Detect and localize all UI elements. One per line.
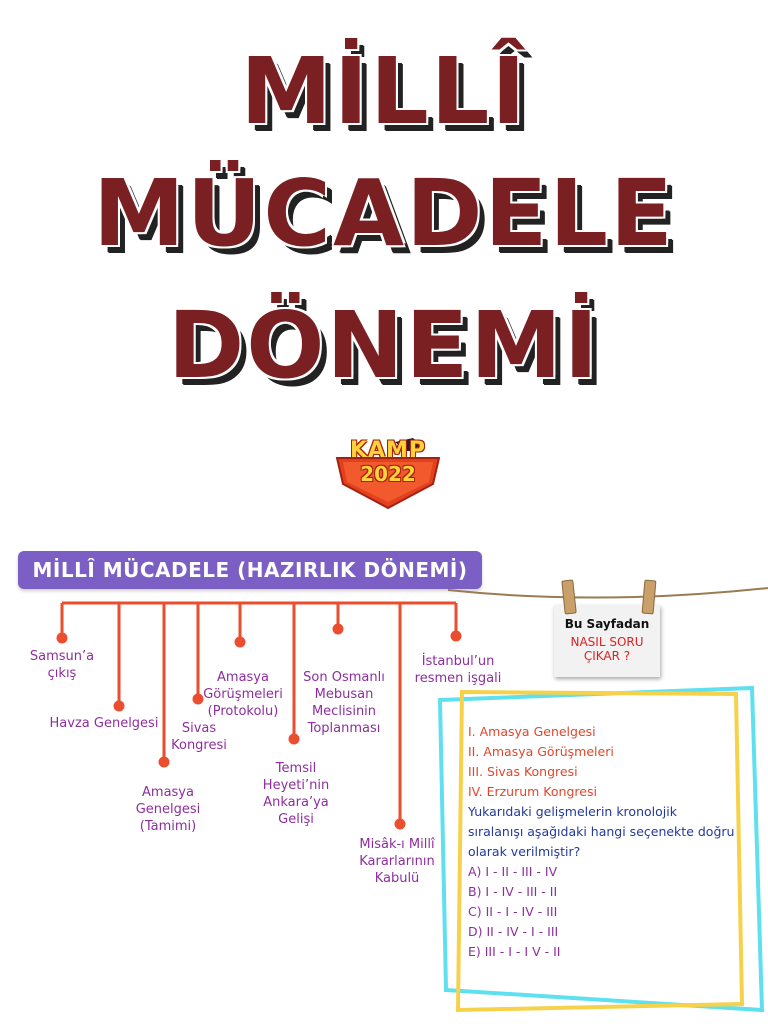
section-banner-label: MİLLÎ MÜCADELE (HAZIRLIK DÖNEMİ) (32, 558, 468, 582)
timeline-connectors (56, 601, 462, 830)
note-card: Bu Sayfadan NASIL SORU ÇIKAR ? (554, 605, 660, 677)
node-samsun (56, 632, 68, 644)
title-line-3: DÖNEMİ (167, 292, 601, 399)
node-mebusan (332, 623, 344, 635)
logo-word: KAMP (349, 438, 427, 463)
answer-option-d[interactable]: D) II - IV - I - III (468, 924, 559, 939)
question-stem: Yukarıdaki gelişmelerin kronolojik sıral… (468, 804, 735, 859)
event-havza: Havza Genelgesi (49, 716, 159, 731)
answer-option-c[interactable]: C) II - I - IV - III (468, 904, 558, 919)
question-item: IV. Erzurum Kongresi (468, 784, 597, 799)
title-line-2: MÜCADELE (93, 160, 675, 267)
question-item: I. Amasya Genelgesi (468, 724, 596, 739)
note-card-line-2: NASIL SORU (570, 635, 644, 649)
note-card-line-1: Bu Sayfadan (564, 617, 650, 631)
kamp-2022-logo: KAMP 2022 (333, 436, 443, 510)
node-misak (394, 818, 406, 830)
node-istanbul (450, 630, 462, 642)
clothesline (447, 587, 768, 599)
answer-option-b[interactable]: B) I - IV - III - II (468, 884, 558, 899)
answer-option-e[interactable]: E) III - I - I V - II (468, 944, 561, 959)
question-block: I. Amasya Genelgesi II. Amasya Görüşmele… (468, 722, 738, 962)
node-amasya-genelgesi (158, 756, 170, 768)
question-item: II. Amasya Görüşmeleri (468, 744, 614, 759)
node-havza (113, 700, 125, 712)
logo-year: 2022 (360, 462, 416, 486)
question-frame-yellow (455, 689, 745, 1013)
node-sivas (192, 693, 204, 705)
answer-option-a[interactable]: A) I - II - III - IV (468, 864, 558, 879)
question-item: III. Sivas Kongresi (468, 764, 578, 779)
node-amasya-gorusmeleri (234, 636, 246, 648)
title-line-1: MİLLÎ (240, 38, 528, 145)
logo-badge-icon (335, 438, 441, 510)
node-temsil-heyeti (288, 733, 300, 745)
section-banner: MİLLÎ MÜCADELE (HAZIRLIK DÖNEMİ) (18, 551, 482, 589)
note-card-line-3: ÇIKAR ? (583, 649, 631, 663)
